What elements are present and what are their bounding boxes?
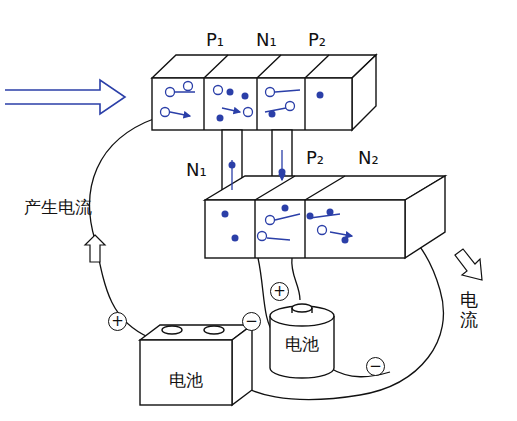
- part-label: 产生电流: [24, 198, 92, 217]
- battery-label: 电池: [285, 334, 319, 354]
- part-label: 电流: [460, 290, 478, 330]
- part-label: P₁: [206, 30, 224, 50]
- terminal-sign: −: [242, 312, 261, 331]
- part-label: P₂: [306, 148, 324, 168]
- terminal-sign: +: [270, 282, 289, 301]
- part-label: N₂: [358, 148, 379, 168]
- part-label: P₂: [308, 30, 326, 50]
- terminal-sign: +: [108, 312, 127, 331]
- battery-label: 电池: [169, 370, 203, 390]
- part-label: N₁: [256, 30, 277, 50]
- battery: 电池: [285, 333, 319, 356]
- terminal-sign: −: [366, 357, 385, 376]
- battery: 电池: [169, 369, 203, 392]
- part-label: N₁: [186, 160, 207, 180]
